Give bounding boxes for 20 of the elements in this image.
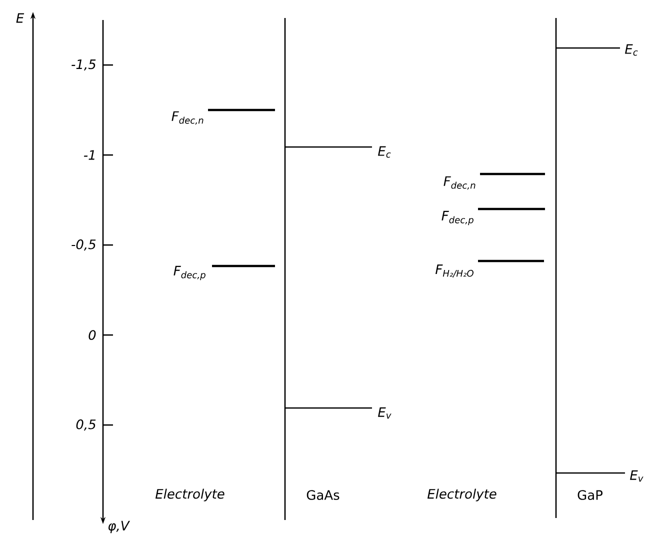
level-label: E$_{c}$ (378, 146, 391, 158)
level-label: F$_{dec,p}$ (442, 210, 474, 226)
axis-label: φ,V (108, 520, 130, 534)
level-label: E$_{v}$ (378, 407, 392, 419)
tick-label: 0,5 (76, 419, 96, 431)
tick-label: -1,5 (72, 60, 96, 70)
axis-label: E (16, 13, 24, 23)
level-label: F$_{H₂/H₂O}$ (436, 264, 474, 278)
level-label: E$_{c}$ (625, 44, 638, 56)
tick-label: -1 (84, 150, 94, 160)
level-label: F$_{dec,n}$ (444, 176, 476, 190)
tick-label: 0 (88, 330, 96, 340)
region-label: GaAs (306, 490, 340, 500)
tick-label: -0,5 (72, 239, 96, 251)
level-label: F$_{dec,p}$ (174, 266, 206, 280)
region-label: GaP (578, 490, 602, 500)
level-label: F$_{dec,n}$ (172, 111, 204, 125)
region-label: Electrolyte (155, 488, 224, 502)
region-label: Electrolyte (427, 488, 496, 502)
level-label: E$_{v}$ (630, 470, 644, 482)
